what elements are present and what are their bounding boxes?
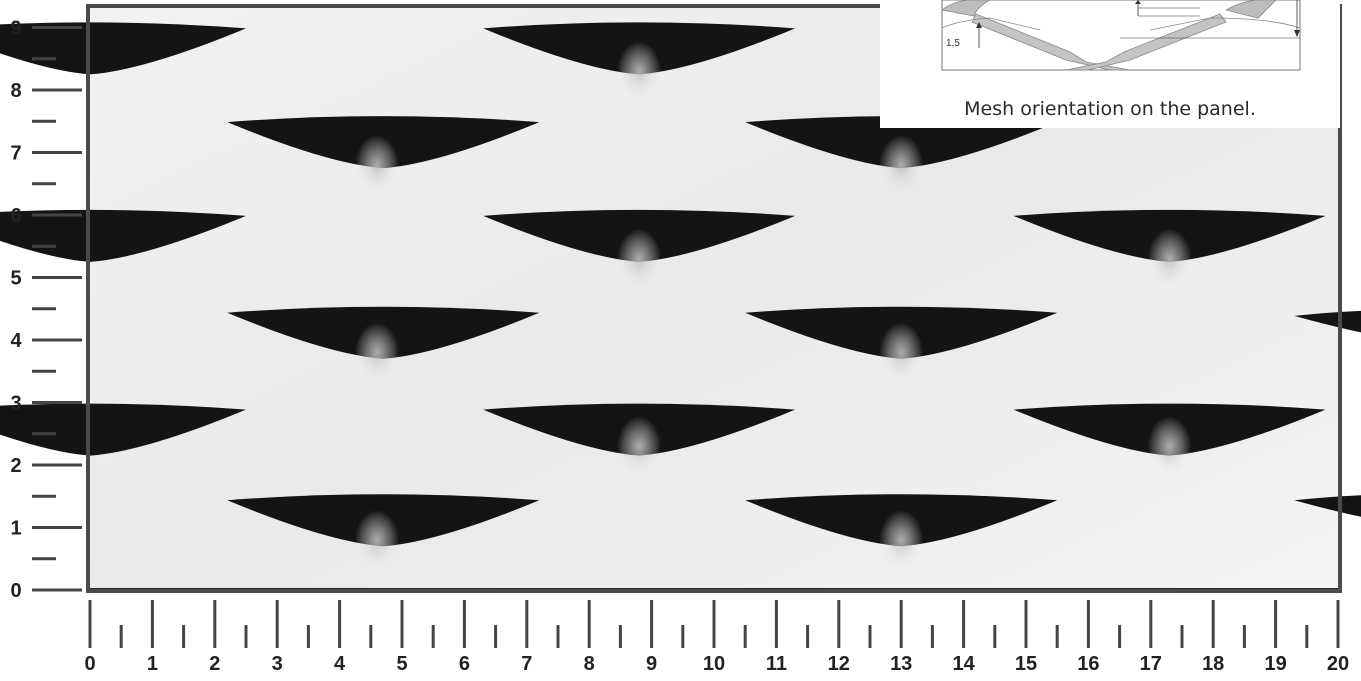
node-dimple: [355, 135, 400, 195]
diagram-outline-right: [1149, 17, 1301, 31]
x-tick-label: 5: [396, 653, 407, 675]
x-tick-label: 7: [521, 653, 532, 675]
mesh-opening: [0, 22, 246, 75]
x-tick-label: 3: [272, 653, 283, 675]
node-dimple: [355, 510, 400, 570]
x-tick-label: 16: [1077, 653, 1099, 675]
node-dimple: [617, 416, 662, 477]
x-tick-label: 20: [1327, 653, 1349, 675]
node-dimple: [879, 510, 924, 570]
diagram-outline-left: [941, 17, 1041, 31]
y-tick-label: 6: [10, 205, 21, 227]
x-tick-label: 19: [1264, 653, 1286, 675]
x-tick-label: 2: [209, 653, 220, 675]
node-dimple: [617, 41, 662, 102]
x-tick-label: 1: [147, 653, 158, 675]
x-tick-label: 6: [459, 653, 470, 675]
diagram-strand-left: [941, 0, 991, 17]
x-tick-label: 13: [890, 653, 912, 675]
y-tick-label: 4: [10, 330, 22, 352]
node-dimple: [879, 135, 924, 195]
diagram-strand-diagonal-a: [971, 13, 1131, 71]
diagram-strand-diagonal-b: [1065, 13, 1227, 71]
y-tick-label: 1: [10, 518, 21, 540]
x-tick-label: 10: [703, 653, 725, 675]
y-tick-label: 3: [10, 393, 21, 415]
mesh-opening: [1294, 310, 1361, 333]
mesh-orientation-inset: 1,5 Mesh orientation on the panel.: [880, 0, 1340, 128]
dimension-label: 1,5: [946, 38, 960, 49]
x-tick-label: 8: [584, 653, 595, 675]
dim-arrow-mid: [1135, 0, 1141, 4]
x-tick-label: 11: [766, 653, 787, 675]
inset-caption: Mesh orientation on the panel.: [964, 98, 1256, 120]
diagram-strand-right: [1224, 0, 1277, 19]
y-tick-label: 9: [10, 18, 21, 40]
x-tick-label: 18: [1202, 653, 1224, 675]
y-tick-label: 5: [10, 268, 21, 290]
x-tick-label: 14: [952, 653, 975, 675]
mesh-opening: [0, 403, 246, 456]
x-tick-label: 17: [1140, 653, 1162, 675]
dim-arrow-right: [1294, 30, 1300, 37]
x-tick-label: 9: [646, 653, 657, 675]
y-tick-label: 2: [10, 455, 21, 477]
vertical-ruler: 0 1 2 3 4 5 6 7 8 9: [10, 18, 82, 602]
y-tick-label: 8: [10, 80, 21, 102]
panel-frame: [86, 4, 1342, 593]
mesh-node-shading: [355, 41, 1192, 570]
y-tick-label: 7: [10, 143, 21, 165]
dim-arrow-left: [976, 22, 982, 28]
node-dimple: [879, 322, 924, 383]
node-dimple: [1147, 228, 1192, 289]
x-tick-label: 12: [828, 653, 850, 675]
x-tick-label: 15: [1015, 653, 1037, 675]
y-tick-label: 0: [10, 580, 21, 602]
mesh-opening: [1294, 495, 1361, 517]
mesh-orientation-diagram: [941, 0, 1301, 71]
x-tick-label: 0: [84, 653, 95, 675]
node-dimple: [1147, 416, 1192, 477]
node-dimple: [617, 228, 662, 289]
x-tick-label: 4: [334, 653, 346, 675]
mesh-opening: [0, 209, 246, 262]
node-dimple: [355, 322, 400, 383]
